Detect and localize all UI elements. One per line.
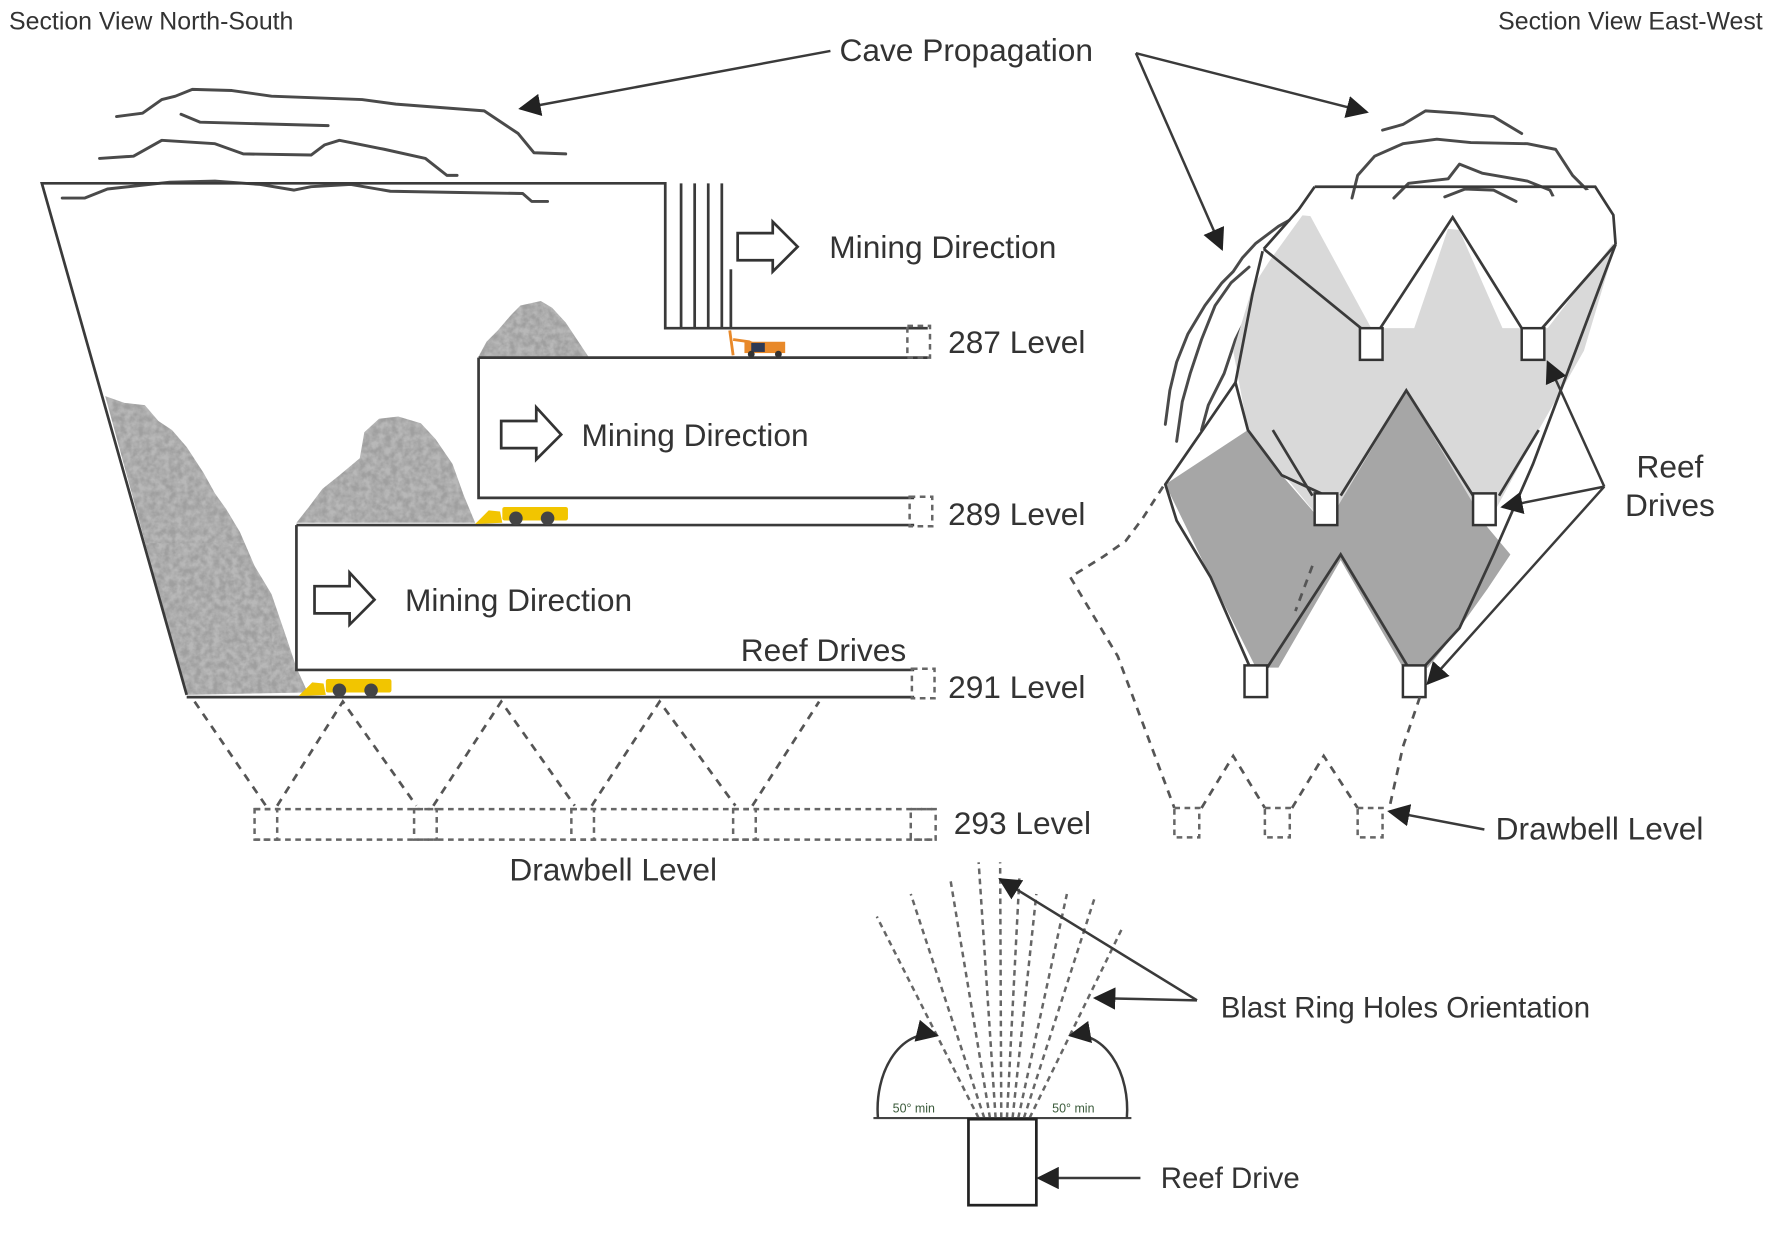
blast-ring-detail: 50° min 50° min Blast Ring Holes Orienta…	[873, 862, 1590, 1207]
drawbell-boxes-ns	[253, 807, 937, 841]
cave-propagation-label: Cave Propagation	[839, 32, 1093, 68]
drawbell-outline-ns	[193, 699, 821, 807]
east-west-section: Reef Drives Drawbell Level	[1068, 109, 1715, 847]
reef-drive-label: Reef Drive	[1161, 1162, 1300, 1195]
reef-drive-box	[967, 1117, 1038, 1207]
drawbell-boxes-ew	[1173, 806, 1384, 839]
reef-drives-label-ns: Reef Drives	[741, 632, 906, 668]
reef-drives-arrow-1	[1545, 360, 1606, 488]
lower-cave-w	[1266, 551, 1410, 669]
mining-direction-arrow-2-icon	[499, 403, 564, 463]
level-label-293: 293 Level	[954, 805, 1091, 841]
level-label-289: 289 Level	[948, 496, 1085, 532]
blast-ring-arrow-2	[1092, 987, 1198, 1010]
blast-ring-holes-label: Blast Ring Holes Orientation	[1221, 991, 1590, 1024]
broken-rock-pile-middle	[296, 416, 476, 523]
mining-direction-arrow-1-icon	[736, 218, 800, 275]
drawbell-level-arrow-ew	[1387, 804, 1485, 831]
upper-drawpoint-void-1	[1306, 209, 1453, 329]
upper-cave-left-outline	[1234, 250, 1327, 497]
drive-end-287	[906, 324, 932, 359]
reef-drive-boxes-ew	[1243, 326, 1546, 699]
cave-propagation-arrow-ew-top	[1135, 51, 1369, 118]
drawbell-peaks-ew	[1200, 753, 1359, 809]
mining-direction-label-2: Mining Direction	[582, 417, 809, 453]
drill-rig-icon	[728, 330, 786, 358]
reef-drives-label-ew-line1: Reef	[1636, 449, 1703, 485]
angle-label-left: 50° min	[893, 1101, 935, 1115]
reef-drives-label-ew-line2: Drives	[1625, 487, 1715, 523]
drive-291-roof	[295, 525, 915, 672]
blast-ring-holes-ns	[679, 183, 733, 329]
drawbell-level-label-ns: Drawbell Level	[509, 851, 717, 887]
upper-cave-zigzag	[1262, 214, 1617, 330]
cave-propagation-arrow-ew-side	[1134, 52, 1225, 252]
cave-propagation-arrow-ns	[518, 49, 831, 116]
mining-direction-arrow-3-icon	[313, 569, 377, 628]
upper-drawpoint-void-2	[1452, 188, 1616, 329]
drive-289-roof	[477, 357, 915, 500]
level-label-287: 287 Level	[948, 324, 1085, 360]
blast-ring-arrow-1	[998, 878, 1198, 1002]
drawbell-boundary-ew-right	[1388, 696, 1422, 809]
level-label-291: 291 Level	[948, 669, 1085, 705]
broken-rock-pile-top	[478, 301, 589, 357]
lower-cave-zigzag	[1271, 387, 1540, 497]
cave-top-outline	[1314, 185, 1617, 245]
title-east-west: Section View East-West	[1498, 7, 1763, 35]
drive-end-291	[910, 667, 936, 700]
loader-291-icon	[298, 678, 392, 698]
lower-cave-zone	[1165, 390, 1511, 668]
broken-rock-pile-left	[105, 396, 308, 695]
drawbell-level-label-ew: Drawbell Level	[1496, 811, 1704, 847]
mining-direction-label-1: Mining Direction	[829, 229, 1056, 265]
lower-cave-left-outline	[1163, 381, 1252, 669]
angle-arc-left	[876, 1019, 939, 1119]
reef-drives-arrow-2	[1500, 485, 1605, 514]
blast-fan-holes	[875, 862, 1124, 1119]
drive-end-289	[908, 495, 934, 528]
drawbell-boundary-ew	[1068, 485, 1176, 809]
north-south-section: Mining Direction Mining Direction Mining…	[40, 87, 1091, 887]
angle-label-right: 50° min	[1052, 1101, 1094, 1115]
mining-direction-label-3: Mining Direction	[405, 582, 632, 618]
angle-arc-right	[1068, 1020, 1129, 1119]
stope-outline	[40, 181, 928, 696]
loader-289-icon	[475, 506, 568, 526]
reef-drives-arrow-3	[1426, 485, 1606, 686]
title-north-south: Section View North-South	[9, 7, 293, 35]
cave-cracks-ns	[60, 87, 568, 203]
